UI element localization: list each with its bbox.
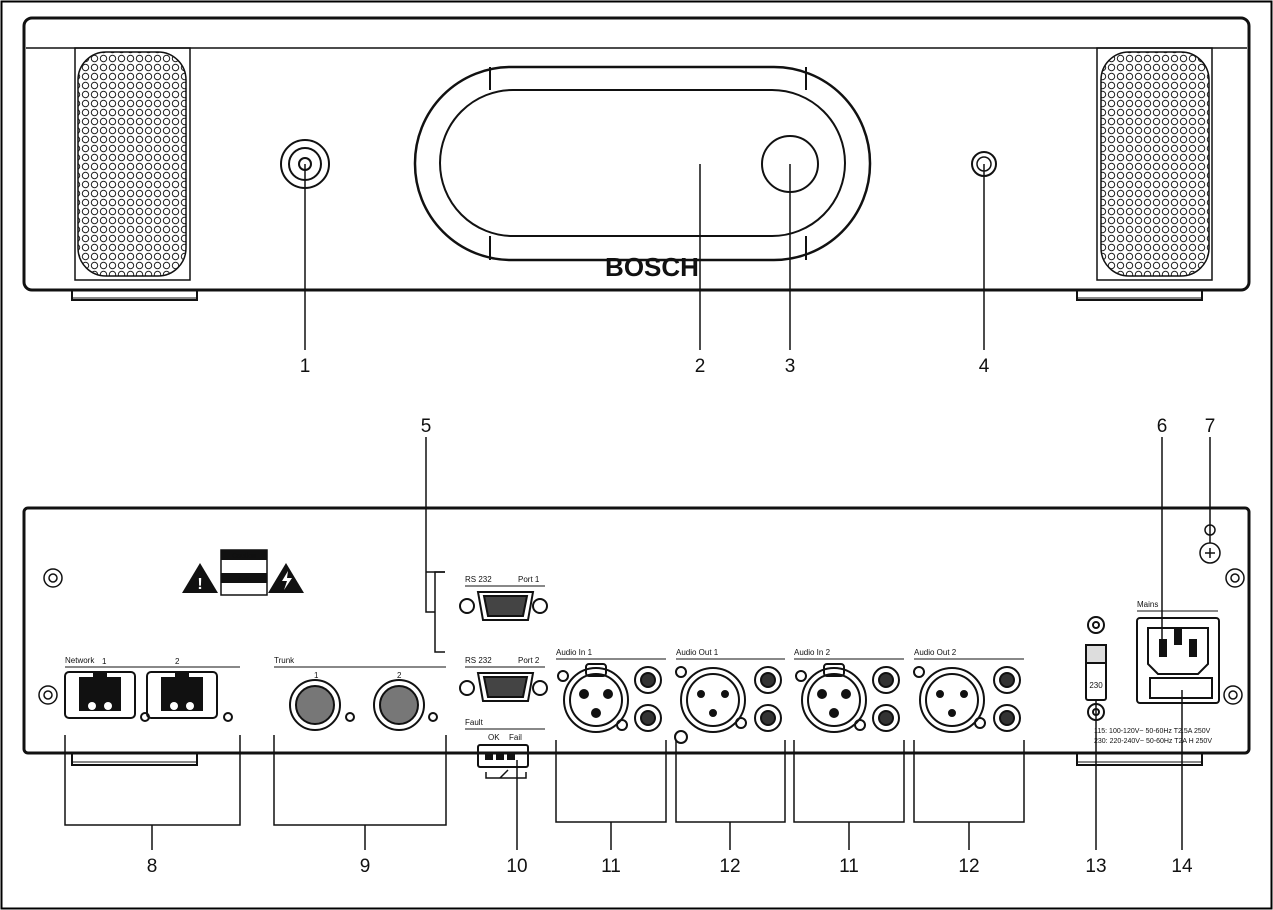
port-1-label: Port 1 (518, 575, 540, 584)
rear-panel: ! Caution Avis Network 1 2 (22, 506, 1251, 779)
rs232-port-1[interactable] (459, 591, 548, 621)
fault-ok-label: OK (488, 733, 500, 742)
trunk-port-2[interactable] (373, 679, 438, 731)
audio-out-2-xlr-port[interactable] (913, 666, 986, 733)
fault-fail-label: Fail (509, 733, 522, 742)
trunk-label: Trunk (274, 656, 295, 665)
mains-label: Mains (1137, 600, 1158, 609)
callout-11-second: 11 (839, 856, 859, 877)
audio-out-1-label: Audio Out 1 (676, 648, 719, 657)
trunk-port-1-label: 1 (314, 671, 319, 680)
audio-out-1-rca-ports[interactable] (754, 666, 782, 732)
callout-8: 8 (147, 856, 158, 877)
display-bezel (413, 65, 872, 262)
audio-in-2-label: Audio In 2 (794, 648, 831, 657)
callout-12-second: 12 (958, 856, 979, 877)
mains-power-inlet[interactable] (1136, 617, 1220, 704)
warning-label: ! Caution Avis (182, 549, 304, 596)
callout-4: 4 (979, 356, 990, 377)
callout-5: 5 (421, 416, 432, 437)
audio-in-2-rca-ports[interactable] (872, 666, 900, 732)
audio-out-1-xlr-port[interactable] (674, 666, 747, 744)
rs232-port-2-label: RS 232 (465, 656, 492, 665)
front-panel: BOSCH (22, 16, 1251, 301)
avis-title: Avis (237, 576, 251, 583)
rating-line-2: 230: 220-240V~ 50-60Hz T2A H 250V (1094, 738, 1212, 745)
callout-12-first: 12 (719, 856, 740, 877)
rear-leader-lines (64, 437, 1211, 850)
rs232-port-1-label: RS 232 (465, 575, 492, 584)
audio-in-1-rca-ports[interactable] (634, 666, 662, 732)
rs232-port-2[interactable] (459, 672, 548, 702)
svg-text:!: ! (197, 576, 202, 593)
network-port-2[interactable] (146, 671, 233, 722)
brand-logo: BOSCH (605, 252, 699, 282)
audio-in-1-xlr-port[interactable] (557, 663, 629, 733)
network-label: Network (65, 656, 95, 665)
audio-out-2-rca-ports[interactable] (993, 666, 1021, 732)
callout-1: 1 (300, 356, 311, 377)
audio-in-1-label: Audio In 1 (556, 648, 593, 657)
trunk-port-1[interactable] (289, 679, 355, 731)
callout-7: 7 (1205, 416, 1216, 437)
front-leader-lines (304, 164, 985, 350)
callout-6: 6 (1157, 416, 1168, 437)
fault-connector[interactable] (477, 744, 529, 779)
fault-label: Fault (465, 718, 484, 727)
network-port-1-label: 1 (102, 657, 107, 666)
caution-title: Caution (232, 553, 256, 560)
port-2-label: Port 2 (518, 656, 540, 665)
callout-2: 2 (695, 356, 706, 377)
callout-14: 14 (1171, 856, 1193, 877)
callout-11-first: 11 (601, 856, 621, 877)
right-speaker-grille (1100, 51, 1210, 277)
rating-line-1: 115: 100-120V~ 50-60Hz T2.5A 250V (1094, 728, 1211, 735)
audio-in-2-xlr-port[interactable] (795, 663, 867, 733)
callout-9: 9 (360, 856, 371, 877)
callout-3: 3 (785, 356, 796, 377)
audio-out-2-label: Audio Out 2 (914, 648, 957, 657)
network-port-2-label: 2 (175, 657, 180, 666)
voltage-switch-value: 230 (1089, 681, 1103, 690)
callout-10: 10 (506, 856, 527, 877)
callout-13: 13 (1085, 856, 1106, 877)
trunk-port-2-label: 2 (397, 671, 402, 680)
left-speaker-grille (77, 51, 187, 277)
network-port-1[interactable] (64, 671, 150, 722)
screw-icon (38, 568, 1245, 705)
